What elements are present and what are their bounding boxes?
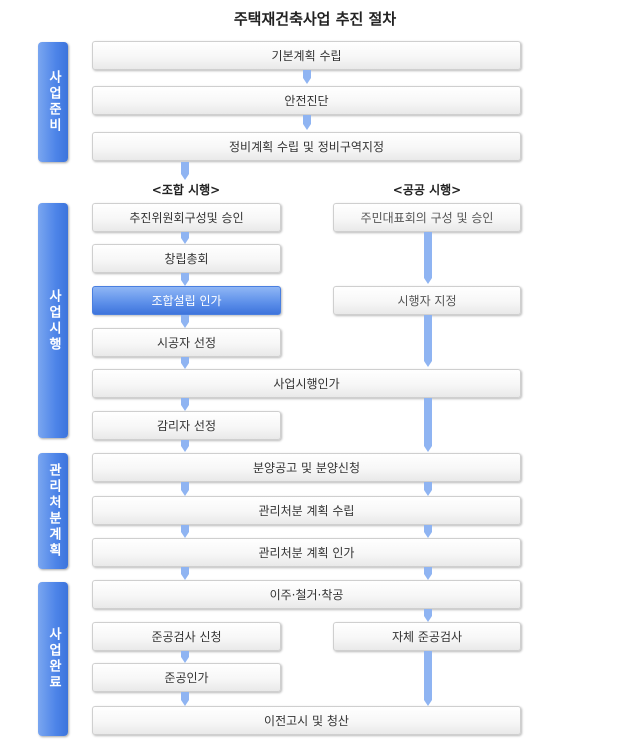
flow-arrow — [424, 609, 432, 622]
box-exec-approval: 사업시행인가 — [92, 369, 521, 398]
flow-arrow — [303, 70, 311, 84]
flow-arrow — [424, 398, 432, 452]
box-operator: 시행자 지정 — [333, 286, 521, 315]
flow-arrow — [424, 482, 432, 496]
phase-exec: 사업시행 — [38, 203, 68, 438]
box-mgmt-approval: 관리처분 계획 인가 — [92, 538, 521, 567]
box-basic-plan: 기본계획 수립 — [92, 41, 521, 70]
flow-arrow — [181, 315, 189, 328]
box-safety: 안전진단 — [92, 86, 521, 115]
box-supervisor: 감리자 선정 — [92, 411, 281, 440]
flow-arrow — [181, 651, 189, 663]
flow-arrow — [181, 273, 189, 286]
flow-arrow — [181, 525, 189, 538]
flow-arrow — [424, 232, 432, 284]
phase-prep: 사업준비 — [38, 42, 68, 162]
flow-arrow — [303, 115, 311, 130]
box-contractor: 시공자 선정 — [92, 328, 281, 357]
flow-arrow — [181, 482, 189, 496]
flow-arrow — [424, 525, 432, 538]
box-inspect-apply: 준공검사 신청 — [92, 622, 281, 651]
box-sale: 분양공고 및 분양신청 — [92, 453, 521, 482]
flow-arrow — [424, 315, 432, 367]
box-mgmt-plan: 관리처분 계획 수립 — [92, 496, 521, 525]
box-committee: 추진위원회구성및 승인 — [92, 203, 281, 232]
phase-prep-label: 사업준비 — [46, 70, 61, 134]
flow-arrow — [181, 398, 189, 411]
flow-arrow — [181, 162, 189, 180]
flow-arrow — [181, 232, 189, 244]
phase-exec-label: 사업시행 — [46, 288, 61, 353]
label-union: <조합 시행> — [151, 183, 221, 197]
label-public: <공공 시행> — [392, 183, 462, 197]
phase-mgmt-label: 관리처분계획 — [46, 463, 61, 559]
box-union-approval: 조합설립 인가 — [92, 286, 281, 315]
box-self-inspect: 자체 준공검사 — [333, 622, 521, 651]
phase-comp-label: 사업완료 — [46, 627, 61, 691]
flow-arrow — [181, 692, 189, 706]
flow-arrow — [181, 440, 189, 452]
flow-arrow — [424, 651, 432, 706]
flow-arrow — [424, 567, 432, 580]
box-transfer: 이전고시 및 청산 — [92, 706, 521, 735]
box-zone: 정비계획 수립 및 정비구역지정 — [92, 132, 521, 161]
box-relocation: 이주·철거·착공 — [92, 580, 521, 609]
phase-comp: 사업완료 — [38, 582, 68, 736]
phase-mgmt: 관리처분계획 — [38, 453, 68, 569]
box-completion: 준공인가 — [92, 663, 281, 692]
box-founding: 창립총회 — [92, 244, 281, 273]
flow-arrow — [181, 567, 189, 580]
diagram-title: 주택재건축사업 추진 절차 — [233, 10, 397, 28]
flow-arrow — [181, 357, 189, 369]
box-resident-rep: 주민대표회의 구성 및 승인 — [333, 203, 521, 232]
